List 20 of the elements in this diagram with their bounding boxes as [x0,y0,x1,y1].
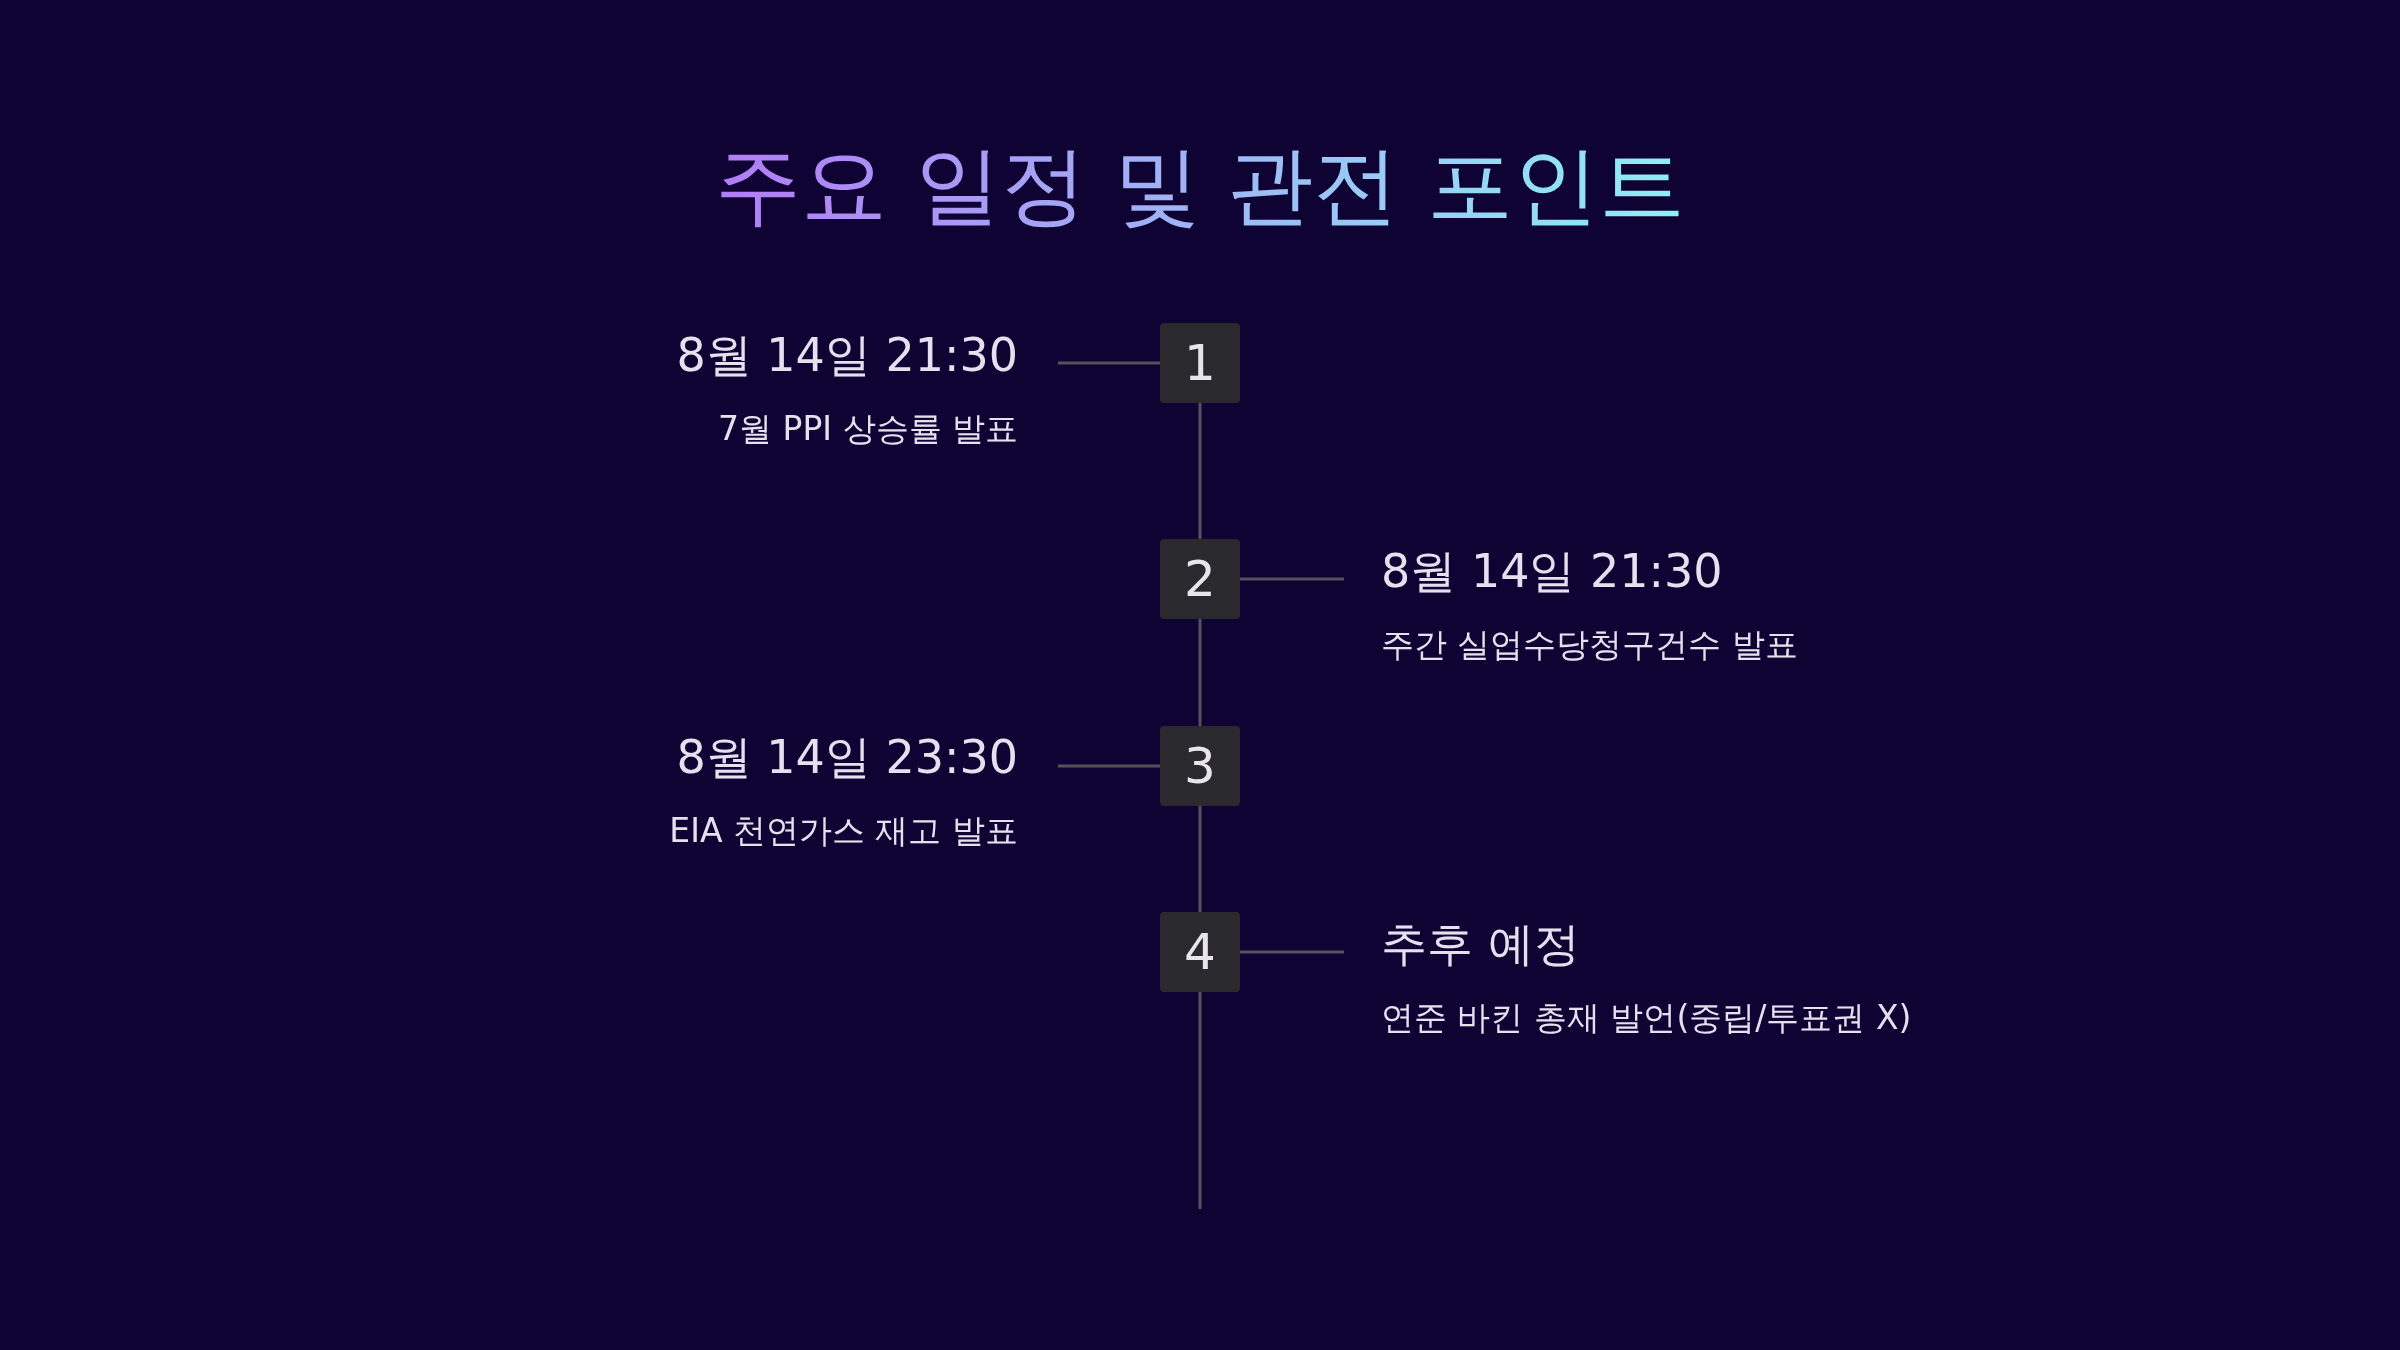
event-description: 연준 바킨 총재 발언(중립/투표권 X) [1381,997,1912,1039]
step-number-box: 1 [1160,323,1240,403]
connector-line [1198,992,1202,1209]
connector-line [1198,619,1202,726]
connector-line [1198,806,1202,912]
event-date: 8월 14일 21:30 [676,327,1018,384]
event-description: 7월 PPI 상승률 발표 [718,408,1018,450]
connector-line [1058,361,1160,365]
connector-line [1058,764,1160,768]
event-description: 주간 실업수당청구건수 발표 [1381,624,1798,666]
connector-line [1240,577,1344,581]
step-number-box: 3 [1160,726,1240,806]
event-date: 8월 14일 21:30 [1381,543,1723,600]
connector-line [1198,403,1202,539]
event-description: EIA 천연가스 재고 발표 [669,810,1018,852]
event-date: 8월 14일 23:30 [676,729,1018,786]
event-date: 추후 예정 [1381,916,1580,973]
step-number-box: 4 [1160,912,1240,992]
connector-line [1240,950,1344,954]
step-number-box: 2 [1160,539,1240,619]
